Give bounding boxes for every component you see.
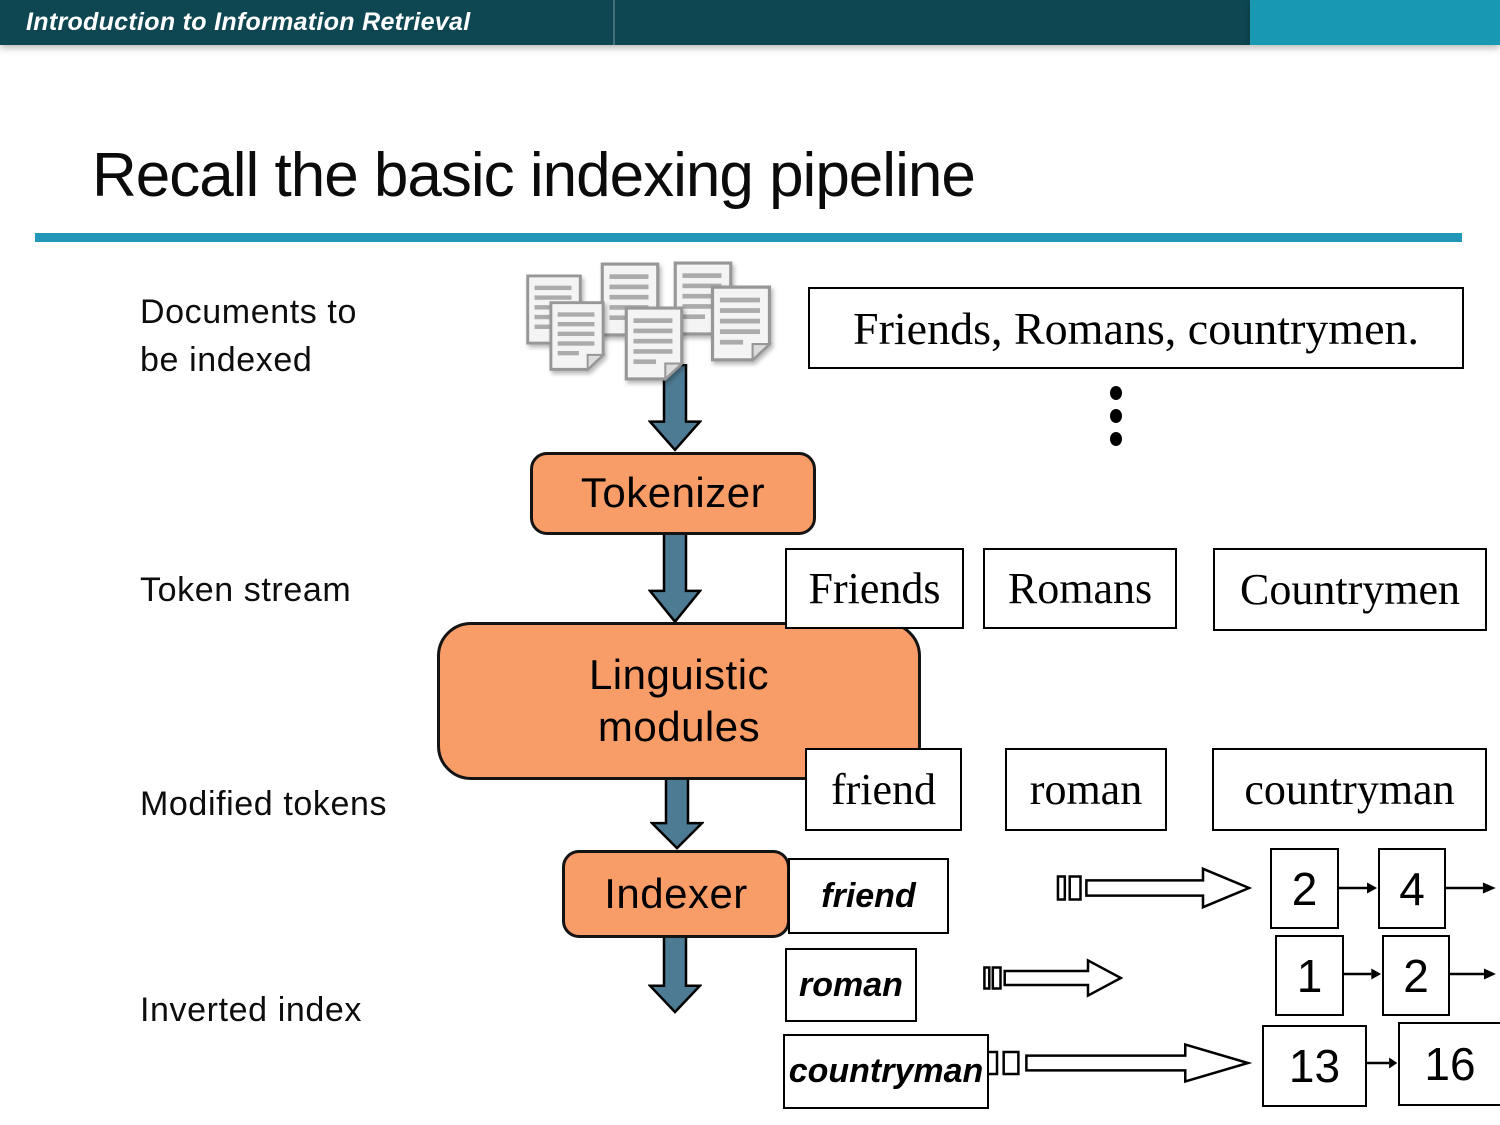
label-inverted-index: Inverted index [140,991,362,1029]
down-arrow-icon [650,772,704,850]
token-box: Countrymen [1213,548,1487,631]
document-icon [621,306,687,382]
document-icon [548,298,606,375]
sentence-box: Friends, Romans, countrymen. [808,287,1464,369]
label-documents: Documents to be indexed [140,293,357,380]
indexer-box: Indexer [562,850,790,938]
title-underline [35,233,1462,242]
linguistic-modules-box: Linguistic modules [437,622,921,780]
label-modified-tokens: Modified tokens [140,785,388,823]
token-box: Friends [785,548,964,629]
posting-box: 1 [1275,935,1344,1016]
header-bar [0,0,1250,45]
posting-box: 2 [1382,935,1450,1016]
slide-title: Recall the basic indexing pipeline [92,141,976,210]
modified-token-box: countryman [1212,748,1487,831]
index-term-box: roman [785,948,917,1022]
modified-token-box: roman [1005,748,1167,831]
vertical-ellipsis-icon [1110,386,1122,446]
token-box: Romans [983,548,1177,629]
index-term-box: friend [788,858,949,934]
index-term-box: countryman [783,1034,989,1109]
striped-right-arrow-icon [1056,864,1252,912]
header-divider [613,0,615,45]
down-arrow-icon [648,528,702,624]
document-icon [708,285,774,363]
striped-right-arrow-icon [983,956,1123,1000]
posting-box: 13 [1262,1025,1367,1107]
posting-box: 4 [1378,848,1446,929]
right-arrow-icon [1447,967,1497,981]
right-arrow-icon [1443,881,1497,895]
course-title: Introduction to Information Retrieval [26,8,471,36]
modified-token-box: friend [805,748,962,831]
label-token-stream: Token stream [140,571,352,609]
posting-box: 16 [1398,1022,1500,1106]
striped-right-arrow-icon [985,1040,1252,1086]
right-arrow-icon [1341,967,1382,981]
right-arrow-icon [1364,1056,1398,1070]
down-arrow-icon [648,932,702,1014]
right-arrow-icon [1336,881,1378,895]
header-accent-block [1250,0,1500,45]
tokenizer-box: Tokenizer [530,452,816,535]
posting-box: 2 [1270,848,1339,929]
